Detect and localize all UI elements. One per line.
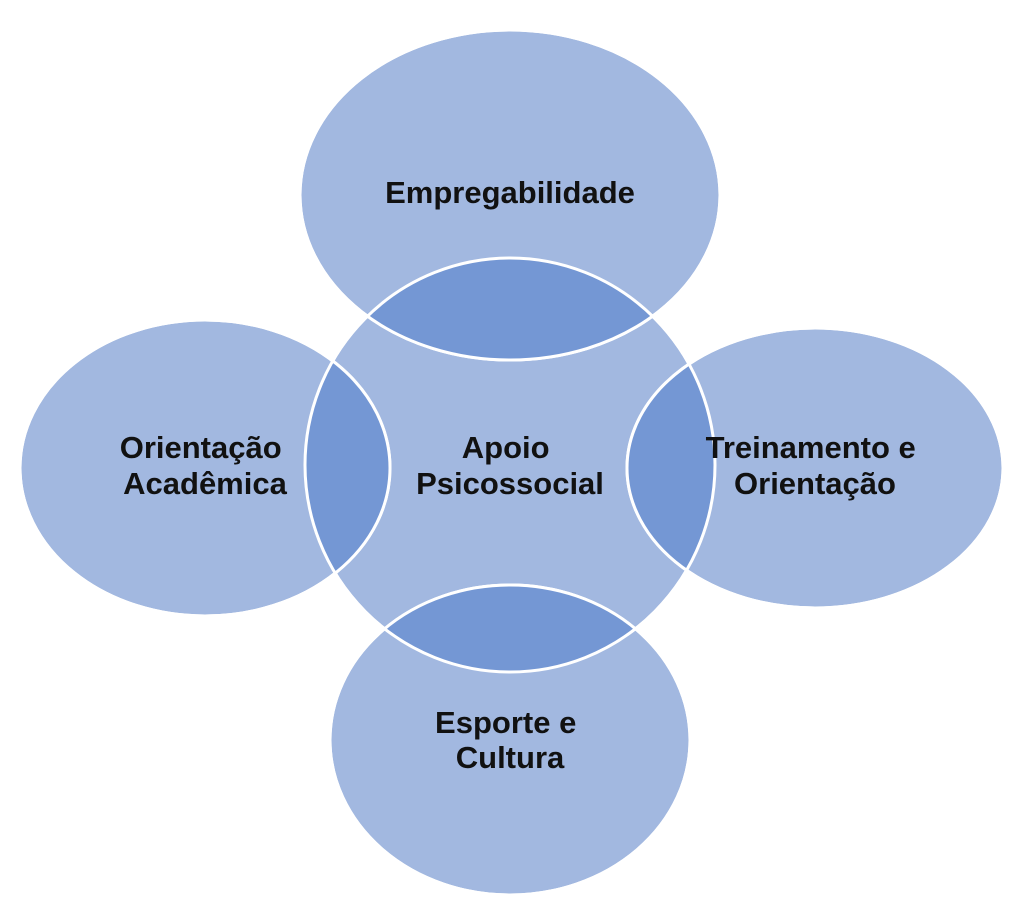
- bottom-label-line-1: Esporte e: [435, 705, 576, 740]
- center-label: Apoio Psicossocial: [416, 430, 604, 501]
- center-label-line-1: Apoio: [462, 430, 550, 465]
- right-label: Treinamento e Orientação: [706, 430, 925, 501]
- center-label-line-2: Psicossocial: [416, 466, 604, 501]
- outlines: [18, 28, 1005, 897]
- right-label-line-2: Orientação: [734, 466, 896, 501]
- bottom-label-line-2: Cultura: [456, 740, 565, 775]
- top-label-line-1: Empregabilidade: [385, 175, 635, 210]
- left-label-line-2: Acadêmica: [123, 466, 287, 501]
- left-label-line-1: Orientação: [120, 430, 282, 465]
- bottom-label: Esporte e Cultura: [435, 705, 585, 775]
- right-label-line-1: Treinamento e: [706, 430, 916, 465]
- top-label: Empregabilidade: [385, 175, 635, 210]
- left-label: Orientação Acadêmica: [120, 430, 291, 501]
